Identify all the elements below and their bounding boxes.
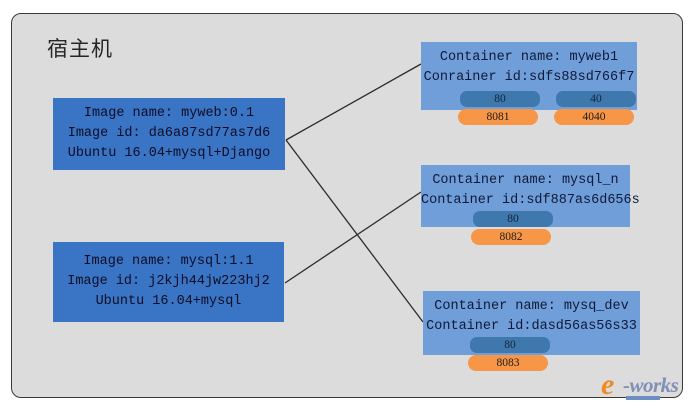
image-box-myweb[interactable]: Image name: myweb:0.1 Image id: da6a87sd…	[53, 98, 285, 170]
eworks-watermark: e -works	[601, 369, 685, 403]
image-box-mysql[interactable]: Image name: mysql:1.1 Image id: j2kjh44j…	[53, 242, 284, 322]
container-name-line: Container name: mysql_n	[432, 173, 619, 188]
port-external-badge[interactable]: 4040	[554, 109, 634, 125]
image-name-line: Image name: mysql:1.1	[83, 254, 254, 269]
port-external-badge[interactable]: 8081	[458, 109, 538, 125]
image-base-line: Ubuntu 16.04+mysql	[95, 294, 242, 309]
port-mapping-badge: 40 4040	[554, 91, 636, 125]
port-internal-badge[interactable]: 80	[473, 211, 553, 227]
port-internal-badge[interactable]: 80	[460, 91, 540, 107]
container-name-line: Container name: mysq_dev	[434, 299, 629, 314]
container-id-line: Container id:sdf887as6d656s	[421, 193, 640, 208]
watermark-works-text: -works	[623, 373, 679, 397]
port-internal-badge[interactable]: 40	[556, 91, 636, 107]
image-id-line: Image id: da6a87sd77as7d6	[67, 126, 271, 141]
watermark-e-glyph: e	[601, 368, 615, 401]
port-mapping-badge: 80 8083	[468, 337, 550, 371]
image-name-line: Image name: myweb:0.1	[83, 106, 255, 121]
container-id-line: Conrainer id:sdfs88sd766f7	[423, 70, 635, 85]
image-base-line: Ubuntu 16.04+mysql+Django	[67, 146, 271, 161]
port-external-badge[interactable]: 8082	[471, 229, 551, 245]
port-external-badge[interactable]: 8083	[468, 355, 548, 371]
page-title: 宿主机	[47, 37, 113, 61]
port-internal-badge[interactable]: 80	[470, 337, 550, 353]
port-mapping-badge: 80 8082	[471, 211, 553, 245]
container-name-line: Container name: myweb1	[439, 50, 619, 65]
watermark-bar	[626, 396, 660, 400]
container-id-line: Container id:dasd56as56s33	[426, 319, 637, 334]
port-mapping-badge: 80 8081	[458, 91, 540, 125]
image-id-line: Image id: j2kjh44jw223hj2	[67, 274, 270, 289]
